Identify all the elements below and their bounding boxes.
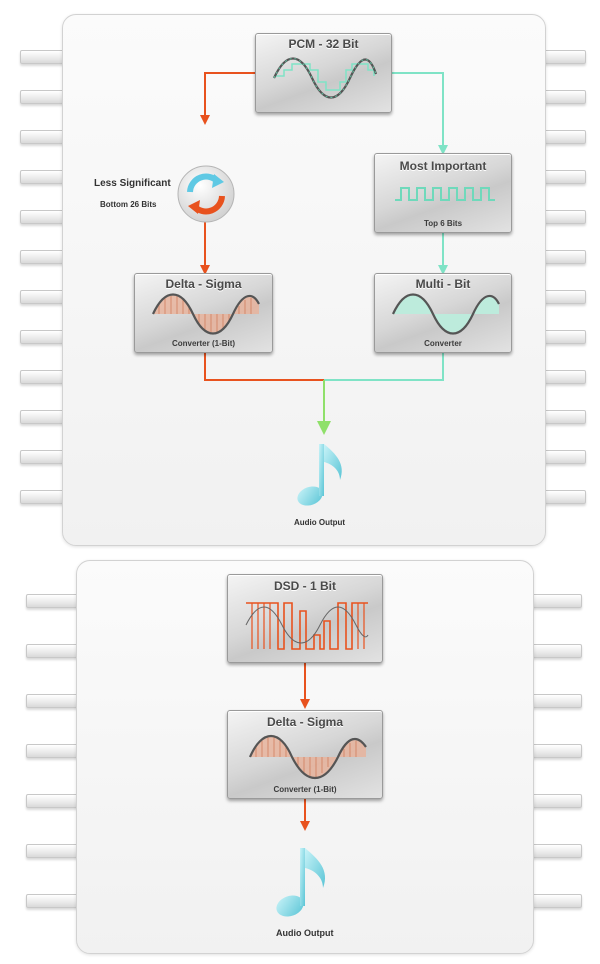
connector-pcm-to-important — [392, 72, 448, 155]
audio-output-label: Audio Output — [294, 518, 346, 527]
pcm-block: PCM - 32 Bit — [255, 33, 392, 113]
delta-sigma-subtitle: Converter (1-Bit) — [171, 339, 236, 348]
delta-sigma-wave-icon — [152, 293, 260, 335]
connector-pcm-to-converter — [200, 72, 255, 125]
less-significant-subtitle: Bottom 26 Bits — [100, 200, 157, 209]
delta-sigma-block: Delta - Sigma Converter (1-Bit) — [134, 273, 273, 353]
multibit-wave-icon — [392, 293, 500, 335]
multibit-block: Multi - Bit Converter — [374, 273, 512, 353]
music-note-icon — [276, 848, 326, 917]
delta-sigma-title: Delta - Sigma — [165, 277, 242, 291]
most-important-title: Most Important — [399, 159, 487, 173]
dsd-block-title: DSD - 1 Bit — [273, 579, 336, 593]
delta-sigma-wave-icon — [248, 735, 367, 779]
connector-delta-to-output — [204, 353, 324, 381]
less-significant-title: Less Significant — [94, 178, 171, 189]
multibit-subtitle: Converter — [424, 339, 462, 348]
music-note-icon — [297, 444, 342, 506]
most-important-subtitle: Top 6 Bits — [423, 219, 463, 228]
delta-sigma-block-bottom: Delta - Sigma Converter (1-Bit) — [227, 710, 383, 799]
multibit-title: Multi - Bit — [415, 277, 471, 291]
most-important-block: Most Important Top 6 Bits — [374, 153, 512, 233]
refresh-arrows-icon — [177, 165, 235, 223]
square-wave-icon — [395, 187, 495, 201]
audio-output-label-bottom: Audio Output — [276, 928, 334, 938]
delta-sigma-subtitle-bottom: Converter (1-Bit) — [273, 785, 337, 794]
dsd-pulse-wave-icon — [245, 602, 369, 650]
pcm-sine-wave-icon — [273, 57, 378, 99]
pcm-block-title: PCM - 32 Bit — [288, 37, 359, 51]
connector-multibit-to-output — [324, 353, 444, 381]
delta-sigma-title-bottom: Delta - Sigma — [266, 715, 344, 729]
dsd-block: DSD - 1 Bit — [227, 574, 383, 663]
